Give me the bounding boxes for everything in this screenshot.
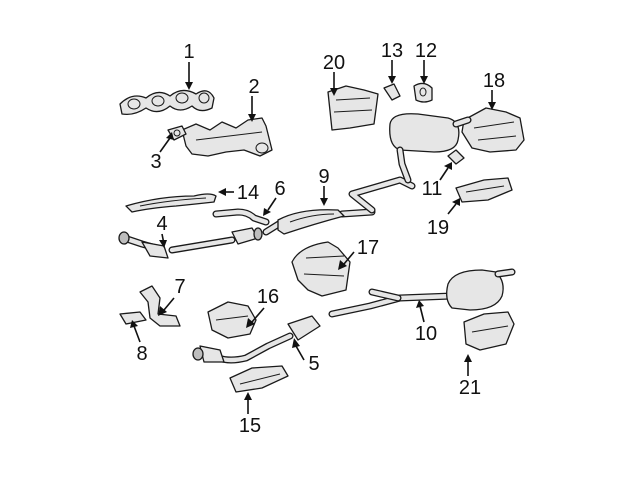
callout-15: 15 xyxy=(239,415,261,437)
callout-labels: 1 2 3 4 5 6 7 8 9 10 11 12 13 14 15 16 1… xyxy=(136,40,505,437)
part-13-bracket xyxy=(383,83,401,101)
callout-16: 16 xyxy=(257,286,279,308)
part-2-exhaust-manifold xyxy=(181,117,273,157)
callout-2: 2 xyxy=(248,76,259,98)
callout-3: 3 xyxy=(150,151,161,173)
callout-21: 21 xyxy=(459,377,481,399)
rear-muffler xyxy=(389,113,472,184)
callout-19: 19 xyxy=(427,217,449,239)
callout-5: 5 xyxy=(308,353,319,375)
callout-7: 7 xyxy=(174,276,185,298)
part-8-insulator xyxy=(119,311,147,325)
part-15-heat-shield xyxy=(229,365,289,393)
callout-11: 11 xyxy=(422,178,443,200)
part-14-heat-shield xyxy=(125,193,217,213)
callout-12: 12 xyxy=(415,40,437,62)
part-19-heat-shield xyxy=(455,177,513,203)
callout-18: 18 xyxy=(483,70,505,92)
part-9-intermediate-pipe xyxy=(262,176,416,236)
part-17-heat-shield xyxy=(291,241,351,297)
part-4-front-pipe xyxy=(118,227,263,259)
callout-14: 14 xyxy=(237,182,259,204)
part-12-insulator xyxy=(413,82,433,103)
callout-1: 1 xyxy=(183,41,194,63)
part-16-heat-shield xyxy=(207,301,257,339)
callout-20: 20 xyxy=(323,52,345,74)
callout-4: 4 xyxy=(156,213,167,235)
part-11-hanger xyxy=(447,149,465,165)
part-21-heat-shield xyxy=(463,311,515,351)
part-7-bracket xyxy=(139,285,181,327)
callout-13: 13 xyxy=(381,40,403,62)
callout-9: 9 xyxy=(318,166,329,188)
part-20-heat-shield xyxy=(327,85,379,131)
part-18-heat-shield xyxy=(461,107,525,153)
part-10-rear-pipe xyxy=(328,268,516,318)
leader-lines xyxy=(130,60,496,414)
callout-8: 8 xyxy=(136,343,147,365)
callout-6: 6 xyxy=(274,178,285,200)
callout-10: 10 xyxy=(415,323,437,345)
part-1-manifold-gasket xyxy=(119,89,215,116)
part-6-connector-pipe xyxy=(212,208,270,226)
part-5-front-pipe xyxy=(192,315,321,364)
callout-17: 17 xyxy=(357,237,379,259)
